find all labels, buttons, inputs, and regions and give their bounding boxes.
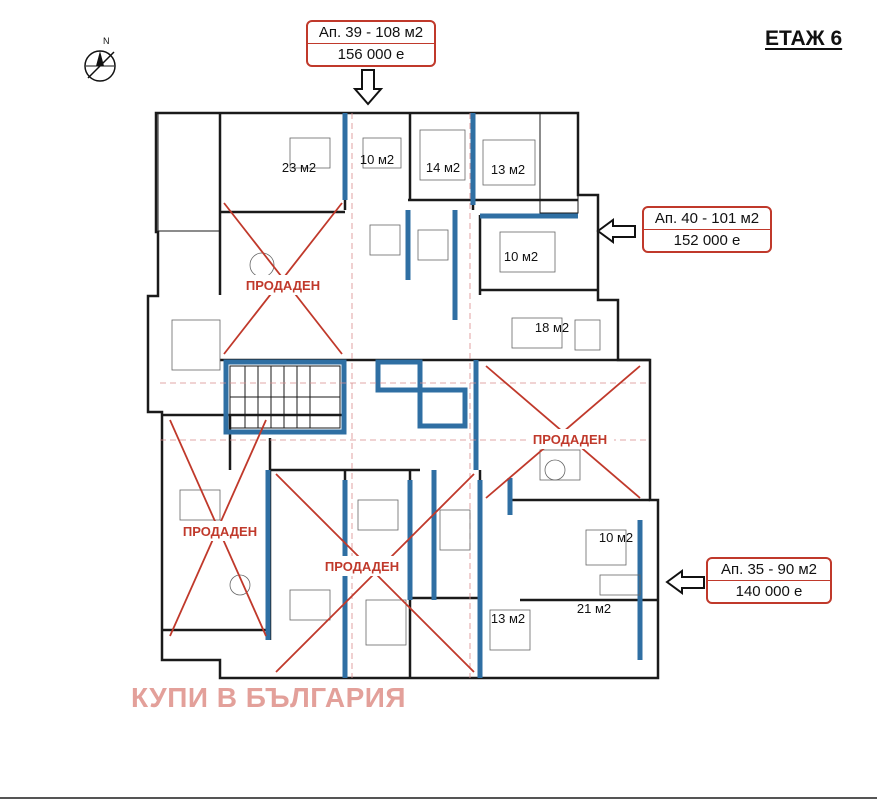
sold-label: ПРОДАДЕН	[246, 278, 320, 293]
floor-title: ЕТАЖ 6	[765, 27, 843, 50]
guide-lines	[160, 113, 650, 678]
sold-label-bg	[232, 275, 302, 295]
sold-label-bg	[318, 556, 406, 576]
room-area: 21 м2	[577, 601, 611, 616]
sold-label: ПРОДАДЕН	[533, 432, 607, 447]
apartment-price: 156 000 е	[337, 46, 405, 63]
furniture	[171, 129, 641, 651]
apartment-label: Ап. 40 - 101 м2	[644, 208, 770, 230]
core-walls	[223, 113, 643, 678]
apartment-label: Ап. 39 - 108 м2	[308, 22, 434, 44]
apartment-label: Ап. 35 - 90 м2	[708, 559, 830, 581]
arrow-left-icon	[665, 569, 705, 595]
apartment-callout-40: Ап. 40 - 101 м2 152 000 е	[642, 206, 772, 253]
apartment-callout-39: Ап. 39 - 108 м2 156 000 е	[306, 20, 436, 67]
room-area: 10 м2	[504, 249, 538, 264]
apartment-price: 152 000 е	[673, 232, 741, 249]
bottom-divider	[0, 797, 877, 799]
room-area: 10 м2	[599, 530, 633, 545]
sold-label-bg	[526, 429, 614, 449]
arrow-down-icon	[352, 69, 384, 106]
room-area: 10 м2	[360, 152, 394, 167]
compass-label: N	[103, 36, 110, 46]
sold-label: ПРОДАДЕН	[183, 524, 257, 539]
apartment-price: 140 000 е	[735, 583, 803, 600]
arrow-left-icon	[596, 218, 636, 244]
sold-label-bg	[176, 521, 264, 541]
staircase	[229, 365, 341, 429]
sold-label: ПРОДАДЕН	[325, 559, 399, 574]
apartment-callout-35: Ап. 35 - 90 м2 140 000 е	[706, 557, 832, 604]
room-area: 23 м2	[282, 160, 316, 175]
room-area: 13 м2	[491, 611, 525, 626]
compass-icon	[84, 50, 116, 82]
room-area: 18 м2	[535, 320, 569, 335]
watermark: КУПИ В БЪЛГАРИЯ	[131, 682, 407, 713]
room-area: 13 м2	[491, 162, 525, 177]
room-area: 14 м2	[426, 160, 460, 175]
